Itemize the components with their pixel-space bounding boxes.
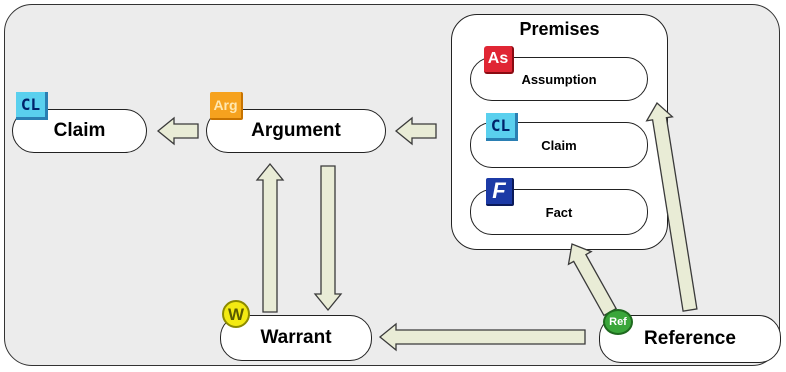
fact-icon-text: F [492,178,506,203]
fact-icon: F [486,178,514,206]
reference-icon: Ref [603,309,633,335]
edge-warrant-to-argument [255,162,285,313]
premises-title: Premises [519,19,600,39]
premise-claim-icon: CL [486,113,518,141]
edge-argument-to-claim [156,116,199,146]
argument-icon: Arg [210,92,243,120]
warrant-icon: W [222,300,250,328]
edge-argument-to-warrant [313,165,343,312]
node-premise-claim-label: Claim [541,137,577,153]
node-warrant[interactable]: Warrant [220,315,372,361]
edge-premises-to-argument [394,116,437,146]
assumption-icon-text: As [487,50,509,67]
claim-icon: CL [16,92,48,120]
edge-reference-to-premises [567,243,617,317]
reference-icon-text: Ref [609,315,627,328]
argument-icon-text: Arg [213,97,238,113]
assumption-icon: As [484,46,514,74]
edge-reference-to-assumption [645,101,698,312]
warrant-icon-text: W [227,304,245,324]
node-warrant-label: Warrant [260,327,332,348]
premise-claim-icon-text: CL [490,115,511,135]
node-reference-label: Reference [644,328,736,349]
node-claim-label: Claim [53,120,106,141]
node-assumption-label: Assumption [521,71,597,87]
node-fact-label: Fact [545,204,573,220]
edge-reference-to-warrant [378,322,586,352]
node-argument-label: Argument [251,120,341,141]
node-claim[interactable]: Claim [12,109,147,153]
claim-icon-text: CL [20,94,41,114]
